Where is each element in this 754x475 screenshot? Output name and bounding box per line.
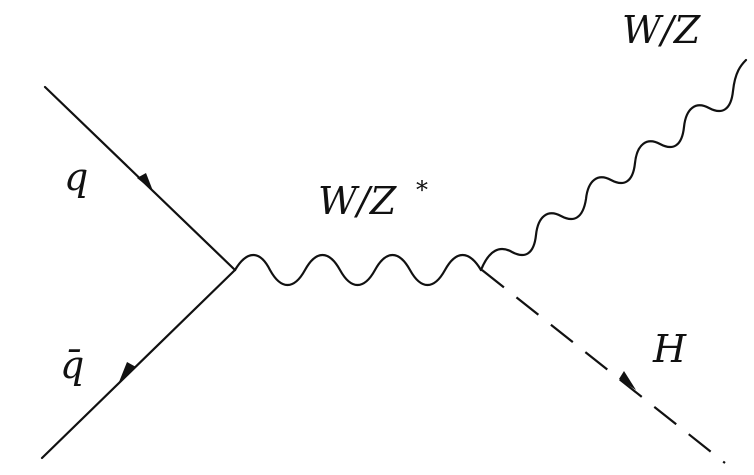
incoming-quark-arrow — [137, 173, 153, 191]
incoming-antiquark-line — [40, 268, 237, 460]
virtual-boson-label: W/Z — [318, 179, 397, 223]
higgs-label: H — [652, 327, 687, 371]
virtual-boson-star: * — [416, 176, 428, 204]
virtual-boson-propagator — [233, 253, 483, 287]
quark-label: q — [64, 155, 88, 199]
outgoing-boson-label: W/Z — [622, 8, 701, 52]
antiquark-label: q̄ — [60, 343, 84, 387]
outgoing-boson-line — [479, 58, 748, 272]
incoming-antiquark-arrow — [119, 362, 136, 382]
higgs-line — [481, 269, 726, 464]
higgs-arrow — [619, 371, 636, 390]
